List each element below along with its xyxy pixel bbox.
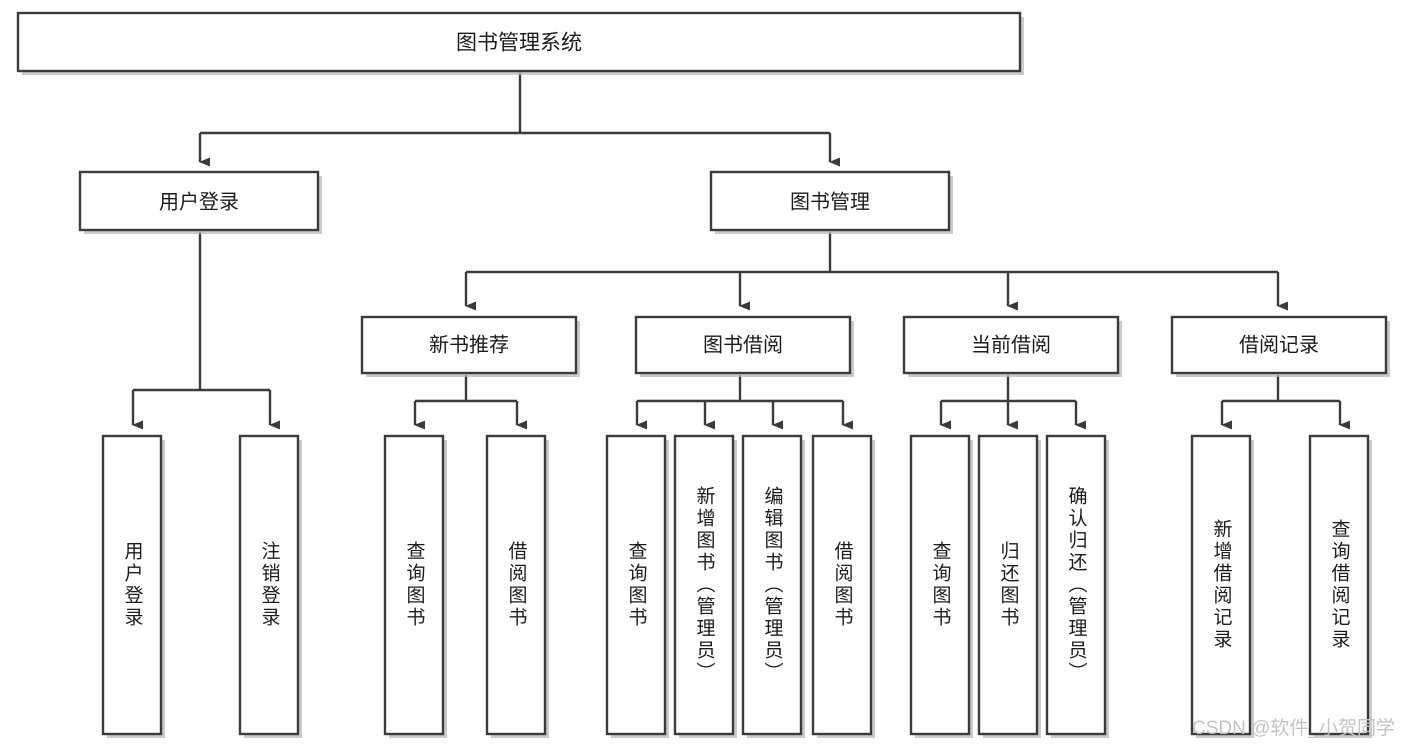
- leaf-book-borrow-3-label: 编辑图书（管理员）: [761, 486, 783, 684]
- node-book-management[interactable]: 图书管理: [709, 170, 953, 234]
- leaf-user-login-2-label: 注销登录: [258, 541, 280, 629]
- leaf-user-login-1[interactable]: [101, 434, 165, 738]
- leaf-book-borrow-4-label: 借阅图书: [831, 541, 853, 629]
- leaf-new-book-1-label: 查询图书: [403, 541, 425, 629]
- connectors-bookborrow-to-leaves: [635, 375, 853, 430]
- leaf-current-borrow-3-label: 确认归还（管理员）: [1065, 486, 1087, 684]
- node-current-borrow[interactable]: 当前借阅: [902, 315, 1122, 377]
- leaf-book-borrow-2-label: 新增图书（管理员）: [693, 486, 715, 684]
- node-user-login[interactable]: 用户登录: [78, 170, 322, 234]
- node-book-management-label: 图书管理: [790, 190, 870, 213]
- connectors-borrowrecord-to-leaves: [1220, 375, 1350, 430]
- leaf-borrow-record-1[interactable]: [1190, 434, 1254, 738]
- node-book-borrow[interactable]: 图书借阅: [634, 315, 854, 377]
- leaf-new-book-1[interactable]: [383, 434, 447, 738]
- watermark: CSDN @软件_小贺同学: [1192, 718, 1395, 739]
- node-book-borrow-label: 图书借阅: [703, 333, 783, 356]
- leaf-book-borrow-1[interactable]: [605, 434, 669, 738]
- node-current-borrow-label: 当前借阅: [971, 333, 1051, 356]
- leaf-current-borrow-1[interactable]: [909, 434, 973, 738]
- connectors-currentborrow-to-leaves: [939, 375, 1086, 430]
- node-borrow-record-label: 借阅记录: [1239, 333, 1319, 356]
- connectors-userlogin-to-leaves: [131, 232, 280, 430]
- node-root-label: 图书管理系统: [456, 32, 582, 55]
- connectors-newbook-to-leaves: [413, 375, 527, 430]
- leaf-new-book-2[interactable]: [485, 434, 549, 738]
- connectors-bookmgmt-to-level3: [464, 232, 1288, 311]
- leaf-borrow-record-1-label: 新增借阅记录: [1210, 519, 1232, 651]
- leaf-user-login-2[interactable]: [238, 434, 302, 738]
- leaf-book-borrow-3[interactable]: [741, 434, 805, 738]
- node-new-book-recommend[interactable]: 新书推荐: [360, 315, 580, 377]
- leaf-book-borrow-1-label: 查询图书: [625, 541, 647, 629]
- leaf-current-borrow-2-label: 归还图书: [997, 541, 1019, 629]
- node-root[interactable]: 图书管理系统: [16, 11, 1024, 75]
- leaf-current-borrow-2[interactable]: [977, 434, 1041, 738]
- leaf-current-borrow-1-label: 查询图书: [929, 541, 951, 629]
- leaf-user-login-1-label: 用户登录: [121, 541, 143, 629]
- leaf-book-borrow-2[interactable]: [673, 434, 737, 738]
- node-new-book-recommend-label: 新书推荐: [429, 333, 509, 356]
- node-borrow-record[interactable]: 借阅记录: [1170, 315, 1390, 377]
- node-user-login-label: 用户登录: [159, 190, 239, 213]
- leaf-borrow-record-2[interactable]: [1308, 434, 1372, 738]
- leaf-new-book-2-label: 借阅图书: [505, 541, 527, 629]
- leaf-current-borrow-3[interactable]: [1045, 434, 1109, 738]
- connectors-root-to-level2: [198, 73, 840, 167]
- leaf-book-borrow-4[interactable]: [811, 434, 875, 738]
- leaf-borrow-record-2-label: 查询借阅记录: [1328, 519, 1350, 651]
